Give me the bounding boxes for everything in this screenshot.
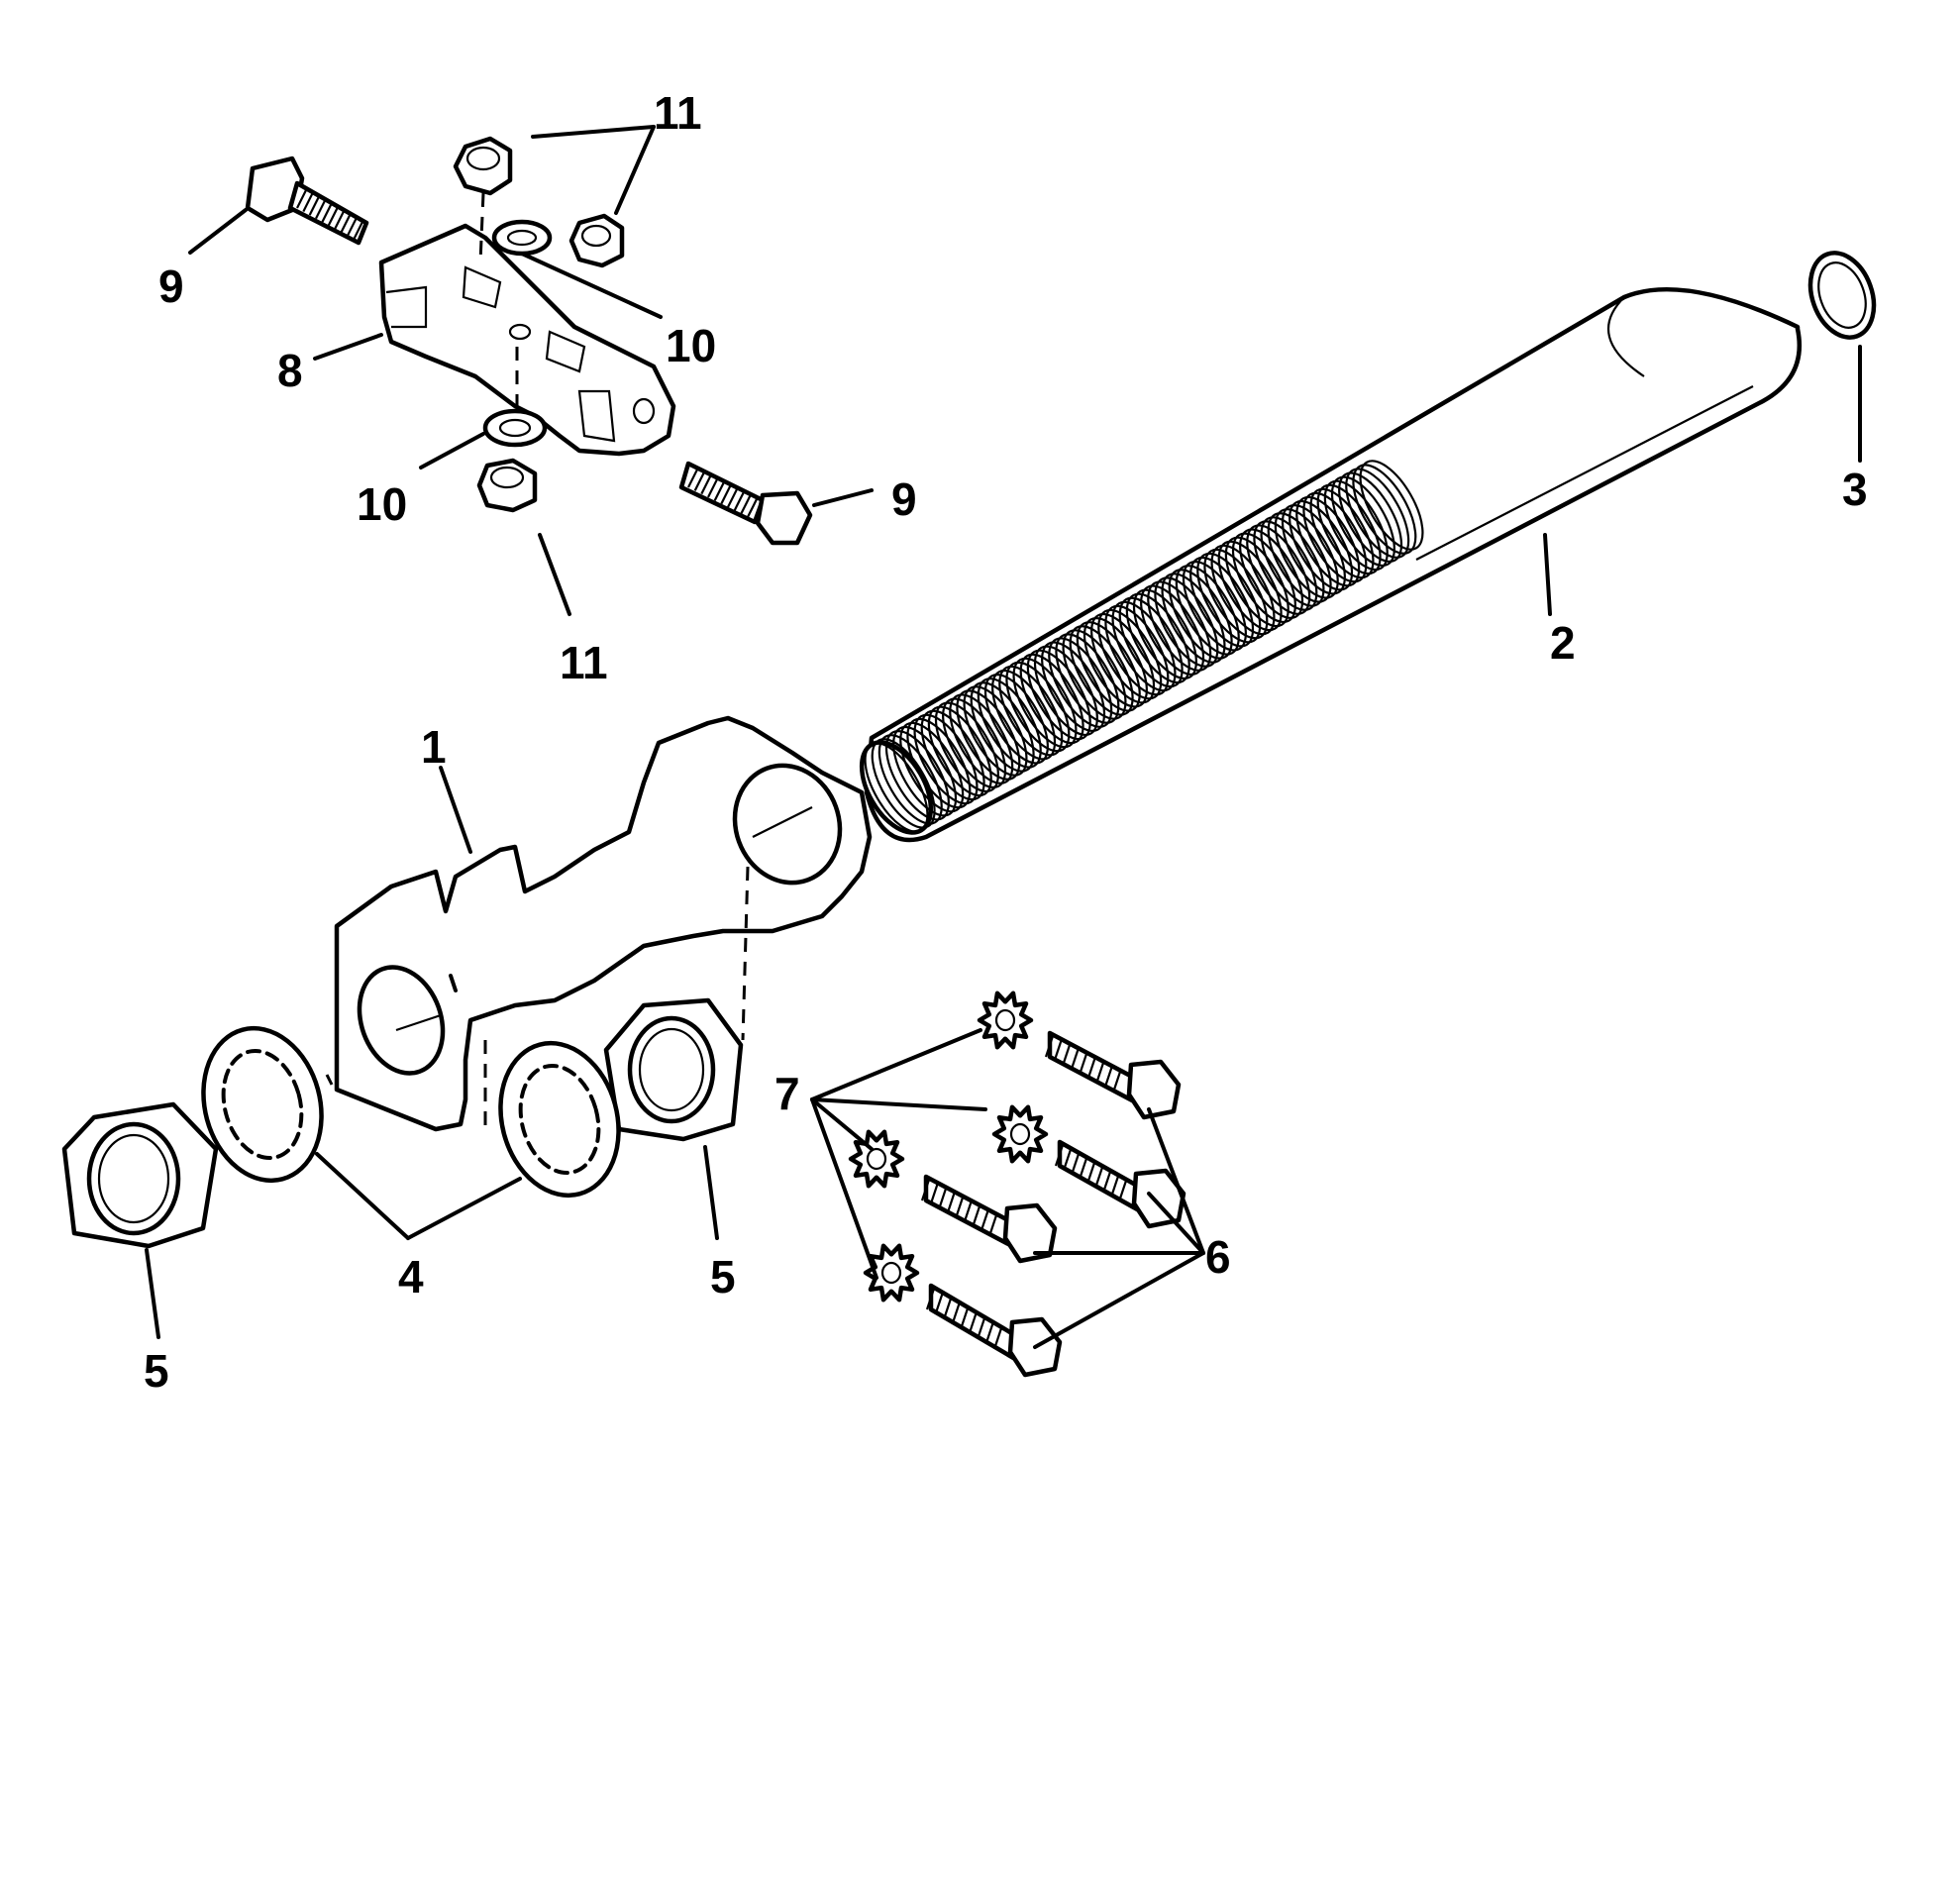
callout-3: 3 bbox=[1842, 464, 1868, 515]
callout-10-top: 10 bbox=[666, 320, 716, 371]
mounting-bracket-part bbox=[334, 715, 873, 1132]
callout-11-top: 11 bbox=[654, 87, 702, 139]
nut-right-part bbox=[568, 213, 625, 268]
bolt-thread-lines bbox=[296, 187, 364, 241]
tube-thread-lines bbox=[864, 460, 1424, 833]
bolt-top-left-part bbox=[245, 156, 369, 246]
callout-leader-lines bbox=[145, 125, 1862, 1349]
nut-top-part bbox=[453, 136, 513, 196]
hex-nut-right-part bbox=[603, 997, 744, 1142]
callout-5-right: 5 bbox=[710, 1251, 736, 1303]
nut-bottom-part bbox=[476, 458, 538, 513]
retaining-ring-part bbox=[1807, 251, 1877, 340]
flat-washer-bottom-part bbox=[482, 408, 548, 448]
threaded-tube-part bbox=[859, 286, 1803, 843]
callout-2: 2 bbox=[1550, 617, 1576, 669]
hex-nut-left-part bbox=[61, 1101, 219, 1249]
callout-8: 8 bbox=[277, 345, 303, 396]
callout-6: 6 bbox=[1205, 1231, 1231, 1283]
lock-washer-right-part bbox=[498, 1040, 621, 1199]
bolt-thread-lines bbox=[687, 467, 759, 518]
callout-9-middle: 9 bbox=[891, 473, 917, 525]
callout-11-bottom: 11 bbox=[560, 637, 608, 688]
small-bolt-set-part bbox=[920, 1030, 1186, 1378]
callout-9-top: 9 bbox=[158, 261, 184, 312]
callout-1: 1 bbox=[421, 721, 447, 773]
callout-10-bottom: 10 bbox=[357, 478, 407, 530]
callout-4: 4 bbox=[398, 1251, 424, 1303]
callout-7: 7 bbox=[774, 1068, 800, 1119]
callout-5-left: 5 bbox=[144, 1345, 169, 1397]
lock-washer-left-part bbox=[201, 1025, 324, 1184]
clamp-block-part bbox=[378, 223, 676, 457]
flat-washer-top-part bbox=[491, 219, 553, 257]
bolt-middle-part bbox=[678, 461, 813, 546]
star-washer-set-part bbox=[848, 991, 1049, 1303]
